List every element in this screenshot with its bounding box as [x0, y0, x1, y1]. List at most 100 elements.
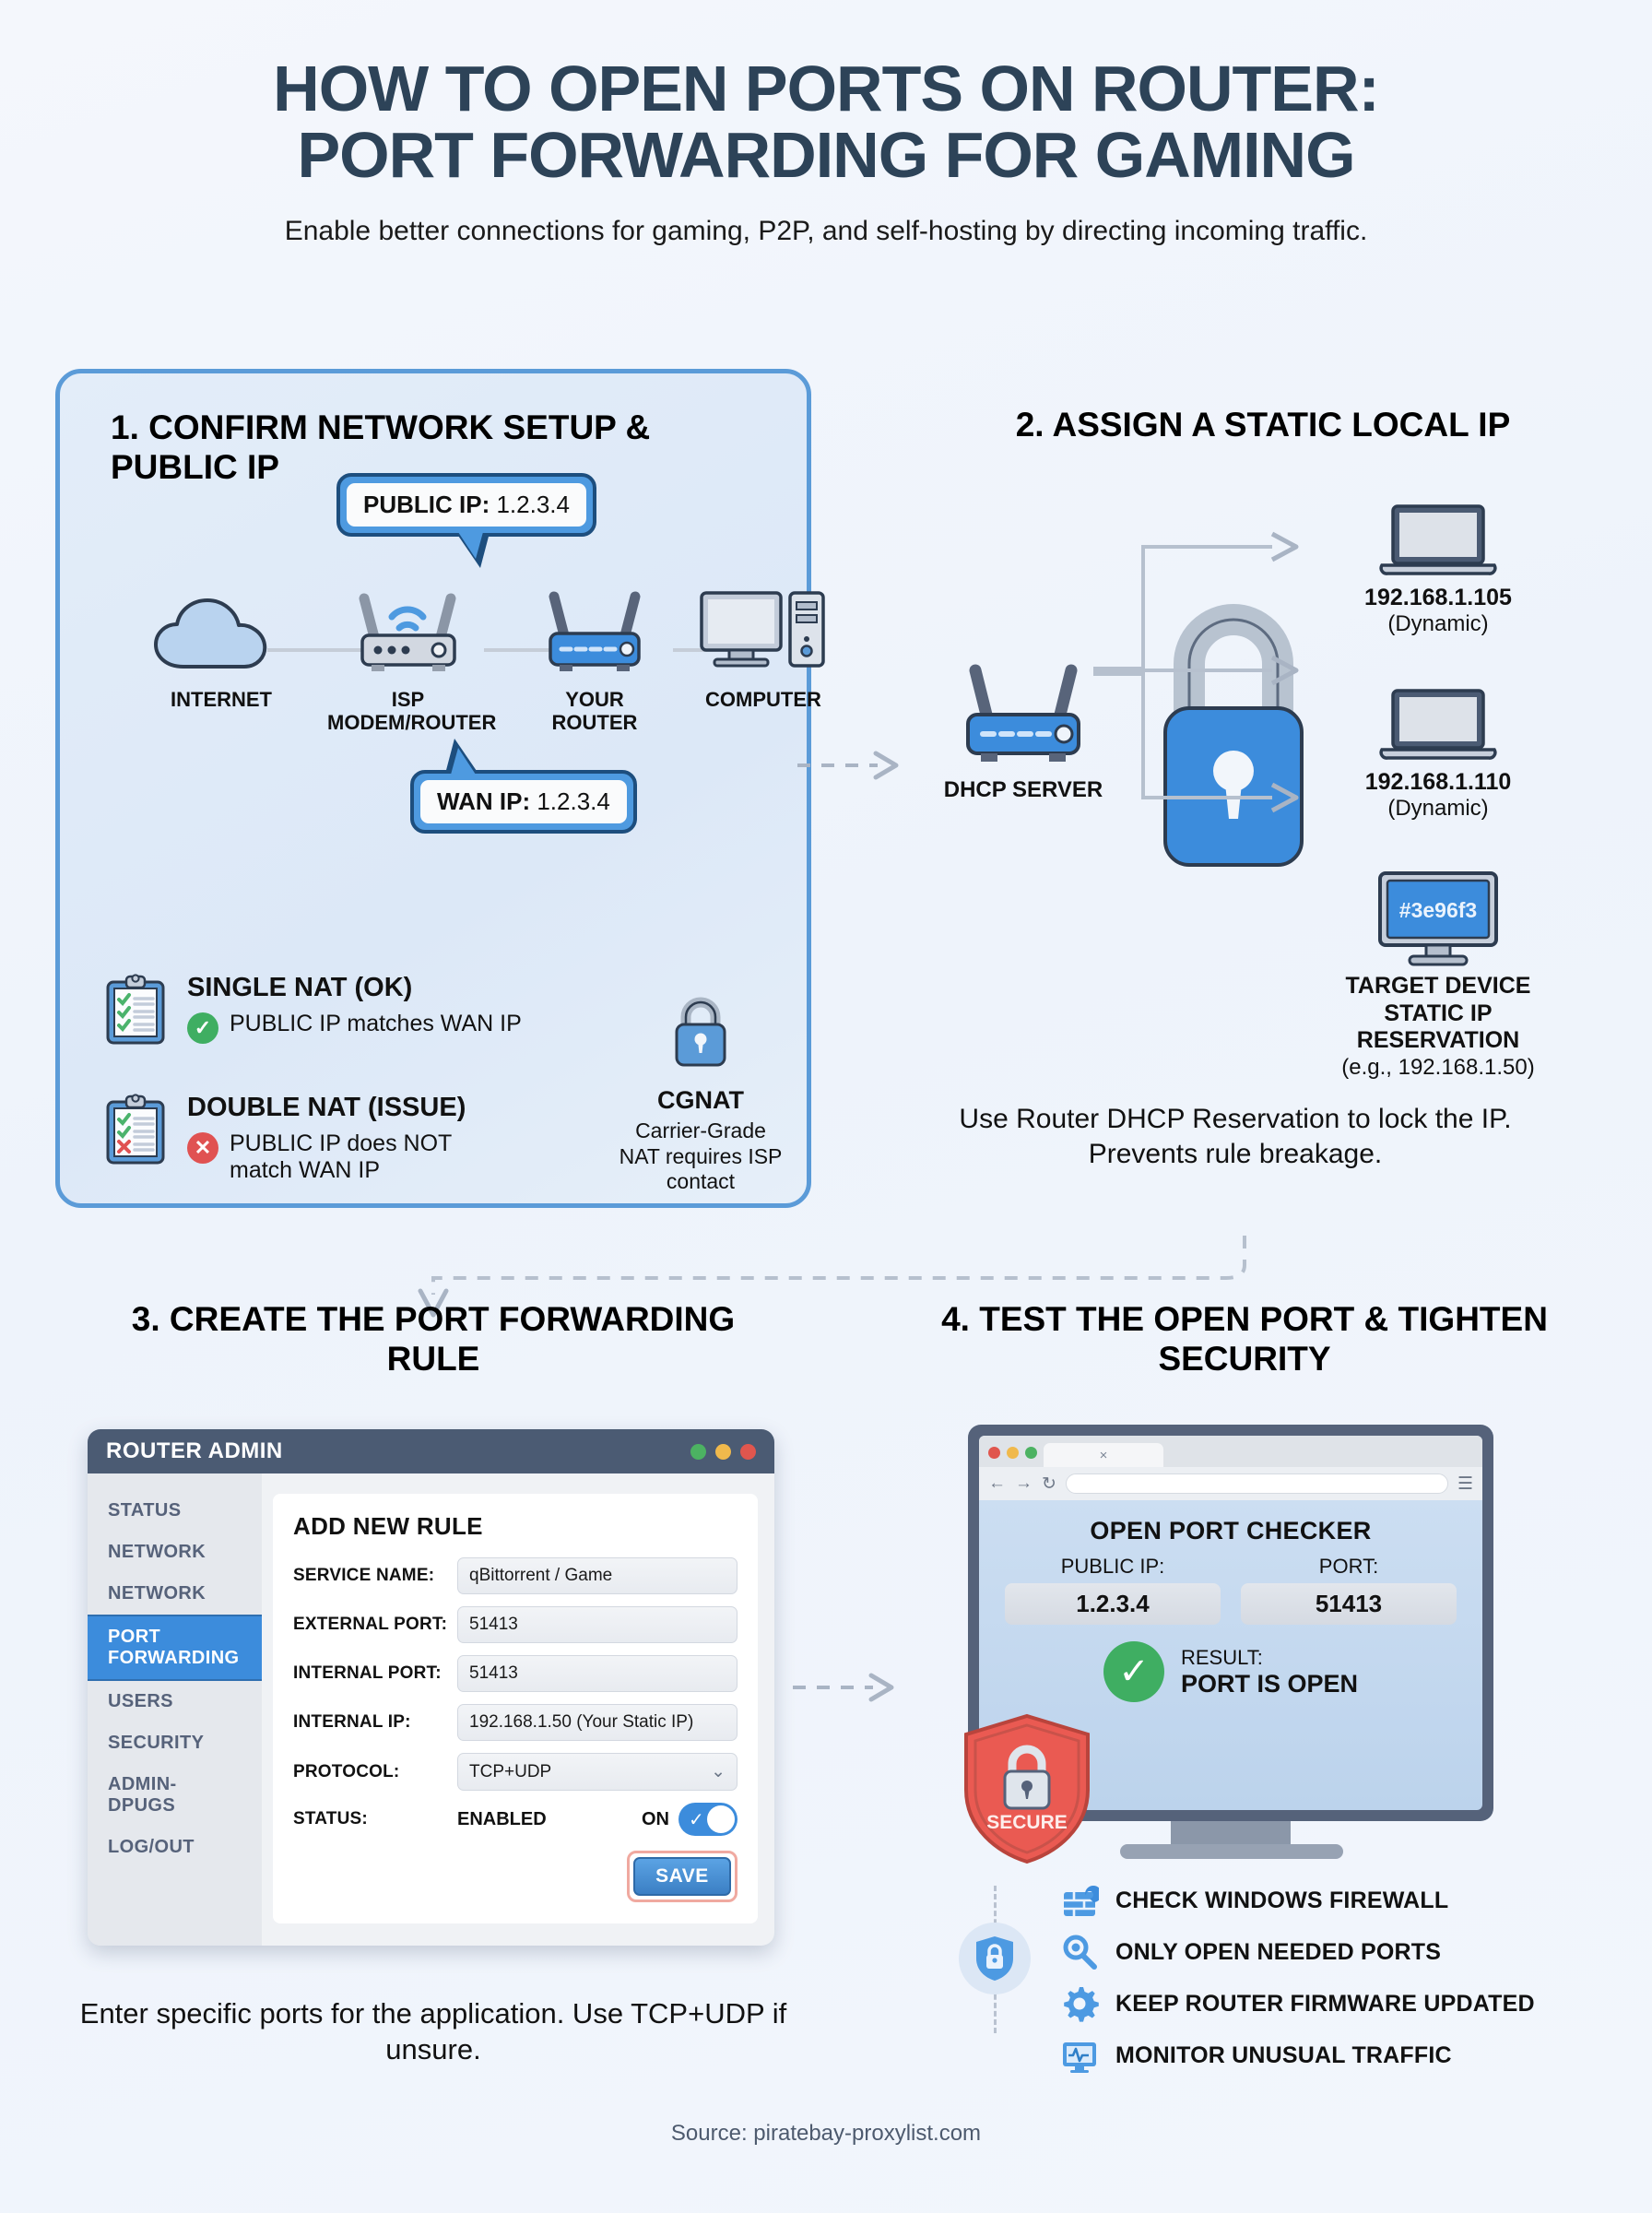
checker-public-ip-value[interactable]: 1.2.3.4	[1005, 1583, 1221, 1625]
title-line-2: PORT FORWARDING FOR GAMING	[297, 119, 1355, 192]
step-2-caption: Use Router DHCP Reservation to lock the …	[959, 1104, 1512, 1169]
url-input[interactable]	[1065, 1473, 1448, 1494]
select-protocol[interactable]: TCP+UDP ⌄	[457, 1753, 738, 1791]
secure-shield-badge: SECURE	[959, 1710, 1095, 1867]
save-button[interactable]: SAVE	[633, 1857, 731, 1896]
router-admin-title: ROUTER ADMIN	[106, 1438, 283, 1463]
device-note-2: (Dynamic)	[1387, 796, 1489, 821]
sidebar-item-port-forwarding[interactable]: PORT FORWARDING	[88, 1615, 262, 1681]
field-row-external-port: EXTERNAL PORT: 51413	[293, 1606, 738, 1643]
source-credit: Source: piratebay-proxylist.com	[670, 2121, 982, 2146]
checker-public-ip-label: PUBLIC IP:	[1060, 1555, 1165, 1578]
reload-icon[interactable]: ↻	[1042, 1473, 1056, 1494]
status-value: ENABLED	[457, 1808, 547, 1829]
browser-close-dot[interactable]	[988, 1447, 1000, 1459]
tip-text-firewall: CHECK WINDOWS FIREWALL	[1115, 1887, 1449, 1913]
sidebar-item-network-1[interactable]: NETWORK	[108, 1542, 206, 1562]
chain-node-internet: INTERNET	[152, 595, 290, 711]
public-ip-value: 1.2.3.4	[496, 491, 570, 518]
padlock-icon	[675, 997, 726, 1067]
window-minimize-dot[interactable]	[690, 1443, 706, 1460]
chain-label-computer: COMPUTER	[705, 688, 821, 711]
wan-ip-value: 1.2.3.4	[537, 787, 610, 815]
chain-node-computer: COMPUTER	[694, 586, 832, 711]
checklist-ok-icon	[106, 974, 165, 1045]
device-dynamic-1: 192.168.1.105 (Dynamic)	[1328, 503, 1549, 637]
label-service-name: SERVICE NAME:	[293, 1566, 435, 1585]
monitor-icon: #3e96f3	[1378, 871, 1498, 966]
input-external-port[interactable]: 51413	[457, 1606, 738, 1643]
field-row-internal-port: INTERNAL PORT: 51413	[293, 1655, 738, 1692]
window-maximize-dot[interactable]	[715, 1443, 731, 1460]
laptop-icon	[1379, 689, 1497, 760]
single-nat-row: SINGLE NAT (OK) ✓ PUBLIC IP matches WAN …	[104, 973, 602, 1047]
firewall-icon	[1064, 1886, 1099, 1916]
chain-node-isp-modem: ISP MODEM/ROUTER	[327, 580, 497, 735]
dhcp-server-node: DHCP SERVER	[931, 650, 1115, 803]
sidebar-item-admin-dpugs[interactable]: ADMIN-DPUGS	[108, 1774, 177, 1816]
wan-ip-label: WAN IP:	[437, 787, 531, 815]
window-controls[interactable]	[690, 1443, 756, 1460]
status-toggle[interactable]: ✓	[678, 1803, 738, 1836]
forward-arrow-icon[interactable]: →	[1015, 1473, 1032, 1493]
cloud-icon	[154, 598, 267, 669]
label-internal-ip: INTERNAL IP:	[293, 1712, 411, 1732]
tip-item-needed-ports: ONLY OPEN NEEDED PORTS	[1060, 1933, 1576, 1971]
device-ip-2: 192.168.1.110	[1364, 769, 1512, 795]
device-dynamic-2: 192.168.1.110 (Dynamic)	[1328, 687, 1549, 822]
target-device: #3e96f3 TARGET DEVICE STATIC IP RESERVAT…	[1300, 871, 1576, 1081]
sidebar-item-users[interactable]: USERS	[108, 1691, 173, 1711]
shield-lock-icon: SECURE	[964, 1713, 1090, 1864]
step-1-heading: 1. CONFIRM NETWORK SETUP & PUBLIC IP	[111, 408, 651, 486]
router-admin-window[interactable]: ROUTER ADMIN STATUS NETWORK NETWORK PORT…	[88, 1429, 774, 1946]
close-icon[interactable]: ×	[1099, 1447, 1108, 1463]
security-tips-list: CHECK WINDOWS FIREWALL ONLY OPEN NEEDED …	[1060, 1881, 1576, 2088]
page-title: HOW TO OPEN PORTS ON ROUTER: PORT FORWAR…	[0, 0, 1652, 188]
checker-port-value[interactable]: 51413	[1241, 1583, 1457, 1625]
router-admin-titlebar: ROUTER ADMIN	[88, 1429, 774, 1473]
desktop-computer-icon	[700, 591, 825, 668]
checker-title: OPEN PORT CHECKER	[1090, 1517, 1372, 1544]
cgnat-title: CGNAT	[657, 1086, 744, 1114]
checker-result-value: PORT IS OPEN	[1180, 1669, 1359, 1698]
tip-item-firewall: CHECK WINDOWS FIREWALL	[1060, 1881, 1576, 1920]
chain-label-isp-modem: ISP MODEM/ROUTER	[327, 688, 497, 735]
tip-text-needed-ports: ONLY OPEN NEEDED PORTS	[1115, 1938, 1442, 1965]
input-service-name[interactable]: qBittorrent / Game	[457, 1557, 738, 1594]
magnifier-icon	[1063, 1935, 1097, 1970]
port-checker-page: OPEN PORT CHECKER PUBLIC IP: 1.2.3.4 POR…	[979, 1500, 1482, 1719]
toggle-label: ON	[642, 1808, 669, 1829]
hamburger-menu-icon[interactable]: ☰	[1457, 1473, 1473, 1494]
sidebar-item-network-2[interactable]: NETWORK	[108, 1583, 206, 1604]
double-nat-row: DOUBLE NAT (ISSUE) ✕ PUBLIC IP does NOT …	[104, 1093, 547, 1184]
input-internal-port[interactable]: 51413	[457, 1655, 738, 1692]
shield-lock-icon	[976, 1936, 1013, 1981]
target-line-2: STATIC IP RESERVATION	[1356, 1000, 1520, 1054]
browser-tab[interactable]: ×	[1044, 1443, 1163, 1467]
dhcp-server-label: DHCP SERVER	[943, 777, 1103, 802]
label-protocol: PROTOCOL:	[293, 1761, 400, 1781]
add-new-rule-form: ADD NEW RULE SERVICE NAME: qBittorrent /…	[273, 1494, 758, 1923]
target-line-1: TARGET DEVICE	[1345, 973, 1531, 999]
window-close-dot[interactable]	[740, 1443, 756, 1460]
monitor-screen: × ← → ↻ ☰ OPEN PORT CHECKER PUBLIC IP: 1…	[979, 1436, 1482, 1810]
browser-maximize-dot[interactable]	[1025, 1447, 1037, 1459]
public-ip-label: PUBLIC IP:	[363, 491, 490, 518]
router-icon	[966, 664, 1080, 762]
field-row-protocol: PROTOCOL: TCP+UDP ⌄	[293, 1753, 738, 1791]
port-checker-monitor: × ← → ↻ ☰ OPEN PORT CHECKER PUBLIC IP: 1…	[968, 1425, 1493, 1821]
sidebar-item-logout[interactable]: LOG/OUT	[108, 1837, 195, 1857]
shield-badge-text: SECURE	[986, 1812, 1068, 1833]
public-ip-callout: PUBLIC IP: 1.2.3.4	[336, 473, 596, 568]
back-arrow-icon[interactable]: ←	[988, 1473, 1006, 1493]
field-row-service-name: SERVICE NAME: qBittorrent / Game	[293, 1557, 738, 1594]
input-internal-ip[interactable]: 192.168.1.50 (Your Static IP)	[457, 1704, 738, 1741]
checklist-error-icon	[106, 1094, 165, 1165]
error-circle-icon: ✕	[187, 1132, 218, 1164]
browser-navbar: ← → ↻ ☰	[979, 1467, 1482, 1500]
sidebar-item-status[interactable]: STATUS	[108, 1500, 182, 1521]
browser-minimize-dot[interactable]	[1007, 1447, 1019, 1459]
sidebar-item-security[interactable]: SECURITY	[108, 1733, 205, 1753]
double-nat-detail: PUBLIC IP does NOT match WAN IP	[230, 1130, 452, 1183]
